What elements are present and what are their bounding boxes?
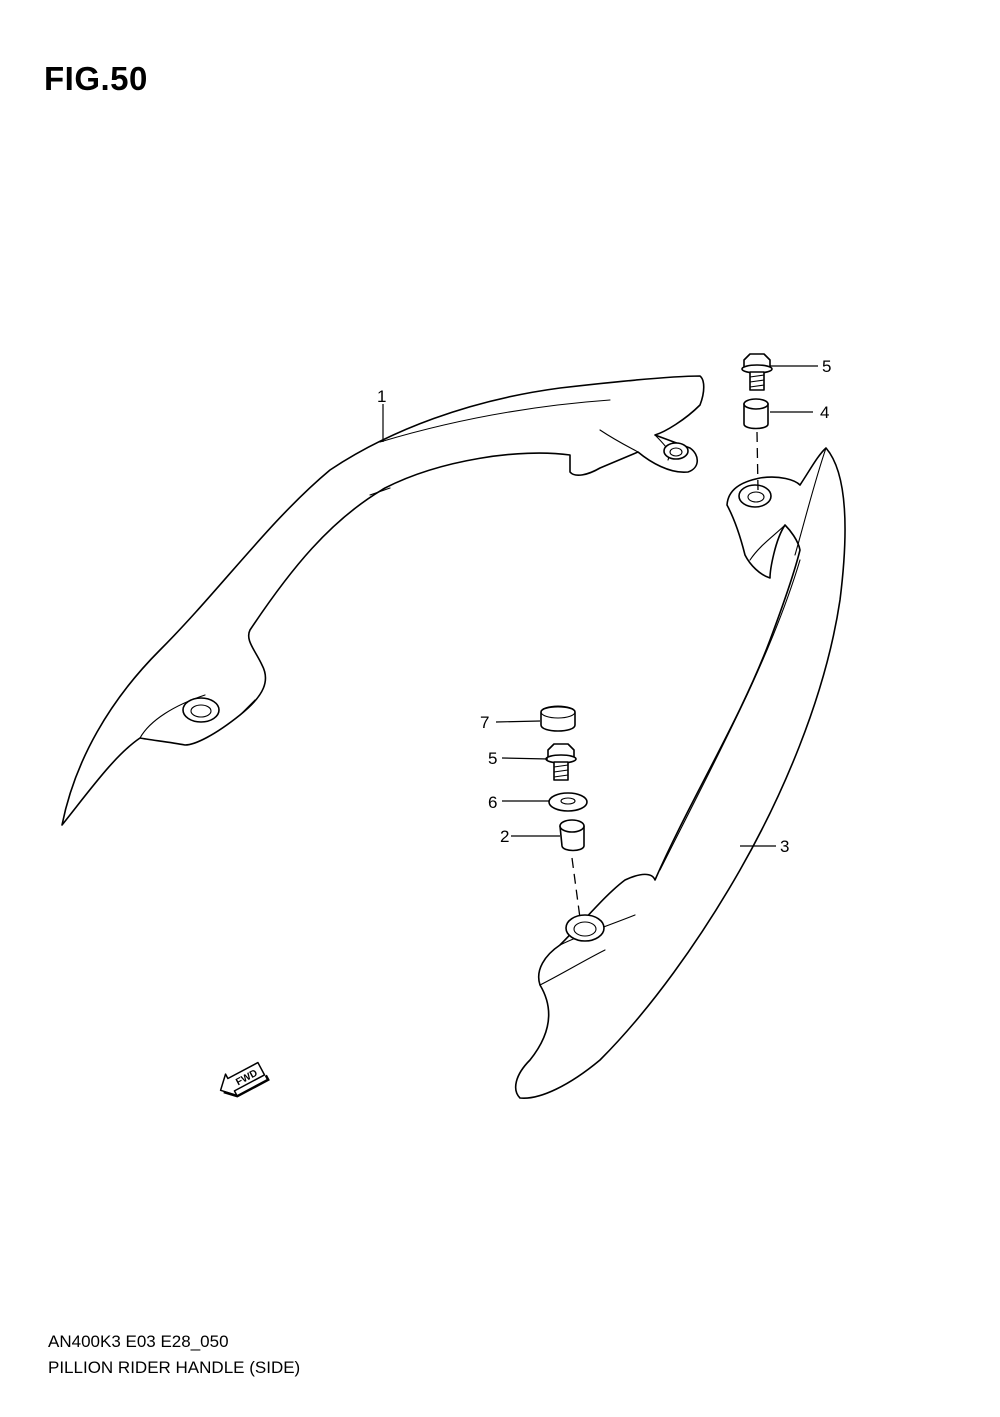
callout-6: 6	[488, 793, 497, 812]
model-code: AN400K3 E03 E28_050	[48, 1332, 229, 1351]
collar-bottom[interactable]	[559, 819, 585, 852]
cap[interactable]	[540, 705, 576, 732]
leader-5-mid	[501, 757, 549, 760]
callout-5-mid: 5	[488, 749, 497, 768]
callout-3: 3	[780, 837, 789, 856]
callout-1: 1	[377, 387, 386, 406]
figure-name: PILLION RIDER HANDLE (SIDE)	[48, 1358, 301, 1377]
assembly-line-bottom	[571, 857, 581, 919]
collar-top[interactable]	[743, 398, 769, 430]
callout-5-top: 5	[822, 357, 831, 376]
washer[interactable]	[548, 792, 588, 812]
leader-7	[495, 720, 541, 723]
pillion-handle-left[interactable]	[61, 375, 705, 826]
bolt-top[interactable]	[741, 353, 773, 391]
figure-title: FIG.50	[44, 60, 148, 97]
pillion-handle-right[interactable]	[514, 447, 846, 1099]
callout-7: 7	[480, 713, 489, 732]
fwd-arrow-icon: FWD	[219, 1061, 270, 1098]
assembly-line-top	[756, 431, 759, 491]
bolt-middle[interactable]	[545, 743, 577, 781]
callout-2: 2	[500, 827, 509, 846]
callout-4: 4	[820, 403, 829, 422]
